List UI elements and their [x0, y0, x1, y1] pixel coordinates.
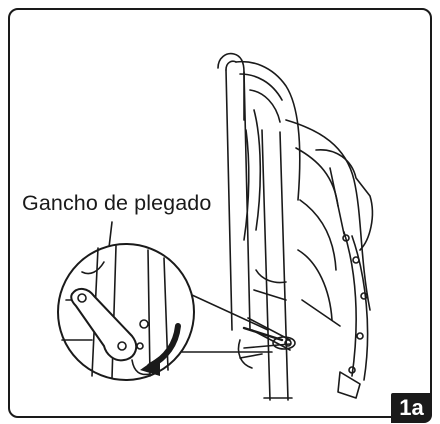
rotation-arrow-head	[140, 356, 160, 376]
folded-stroller	[217, 52, 374, 401]
step-number-badge: 1a	[391, 393, 432, 423]
fold-hook-pivot	[242, 326, 296, 350]
fold-hook-label: Gancho de plegado	[22, 191, 212, 215]
magnified-detail	[57, 243, 195, 381]
